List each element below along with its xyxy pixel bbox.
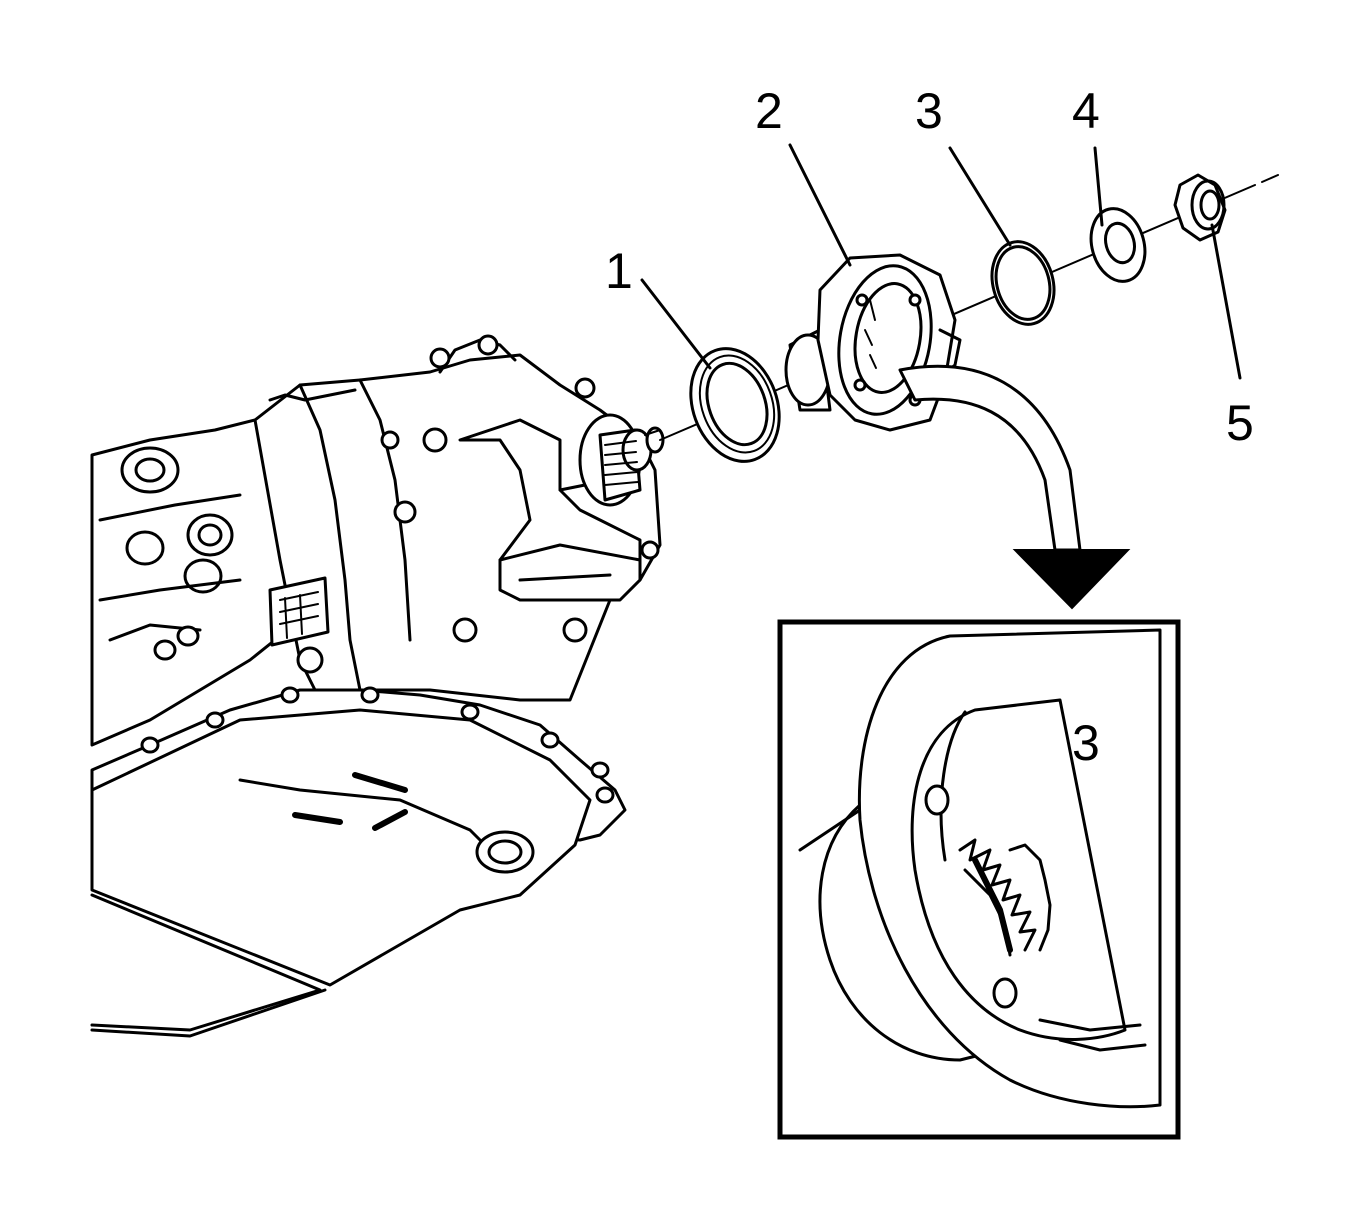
detail-arrow [898,364,1131,610]
part-4-washer [1089,207,1147,283]
detail-inset [777,619,1181,1140]
centerline-dash [1261,174,1279,183]
callout-5: 5 [1226,395,1254,451]
transmission-assembly [90,334,665,1038]
callout-3: 3 [915,83,943,139]
part-3-snap-ring [990,240,1056,326]
callout-4: 4 [1072,83,1100,139]
part-5-nut [1173,173,1227,242]
part-1-seal [689,347,781,463]
part-2-flange [784,253,962,432]
callout-1: 1 [605,243,633,299]
callout-2: 2 [755,83,783,139]
detail-callout-3: 3 [1072,715,1100,771]
